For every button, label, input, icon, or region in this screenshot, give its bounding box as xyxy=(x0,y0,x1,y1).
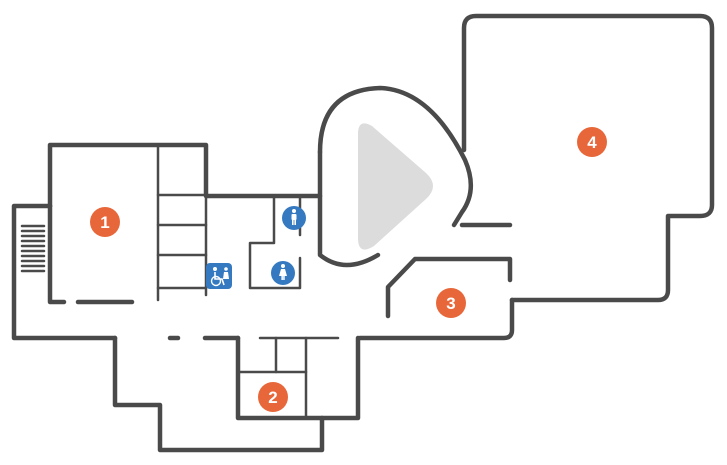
female-restroom-icon[interactable] xyxy=(271,261,295,285)
play-arrow-icon xyxy=(358,123,433,250)
room-2-marker[interactable]: 2 xyxy=(258,382,288,412)
stairs-icon xyxy=(20,224,46,273)
room-1-label: 1 xyxy=(100,213,109,232)
room-4-marker[interactable]: 4 xyxy=(577,127,607,157)
room-1-marker[interactable]: 1 xyxy=(90,207,120,237)
male-restroom-icon[interactable] xyxy=(282,206,306,230)
room-2-label: 2 xyxy=(268,388,277,407)
building-walls xyxy=(11,13,715,453)
room-3-label: 3 xyxy=(446,294,455,313)
room-4-label: 4 xyxy=(587,133,597,152)
wheelchair-accessible-icon[interactable] xyxy=(206,263,232,289)
room-3-marker[interactable]: 3 xyxy=(436,288,466,318)
